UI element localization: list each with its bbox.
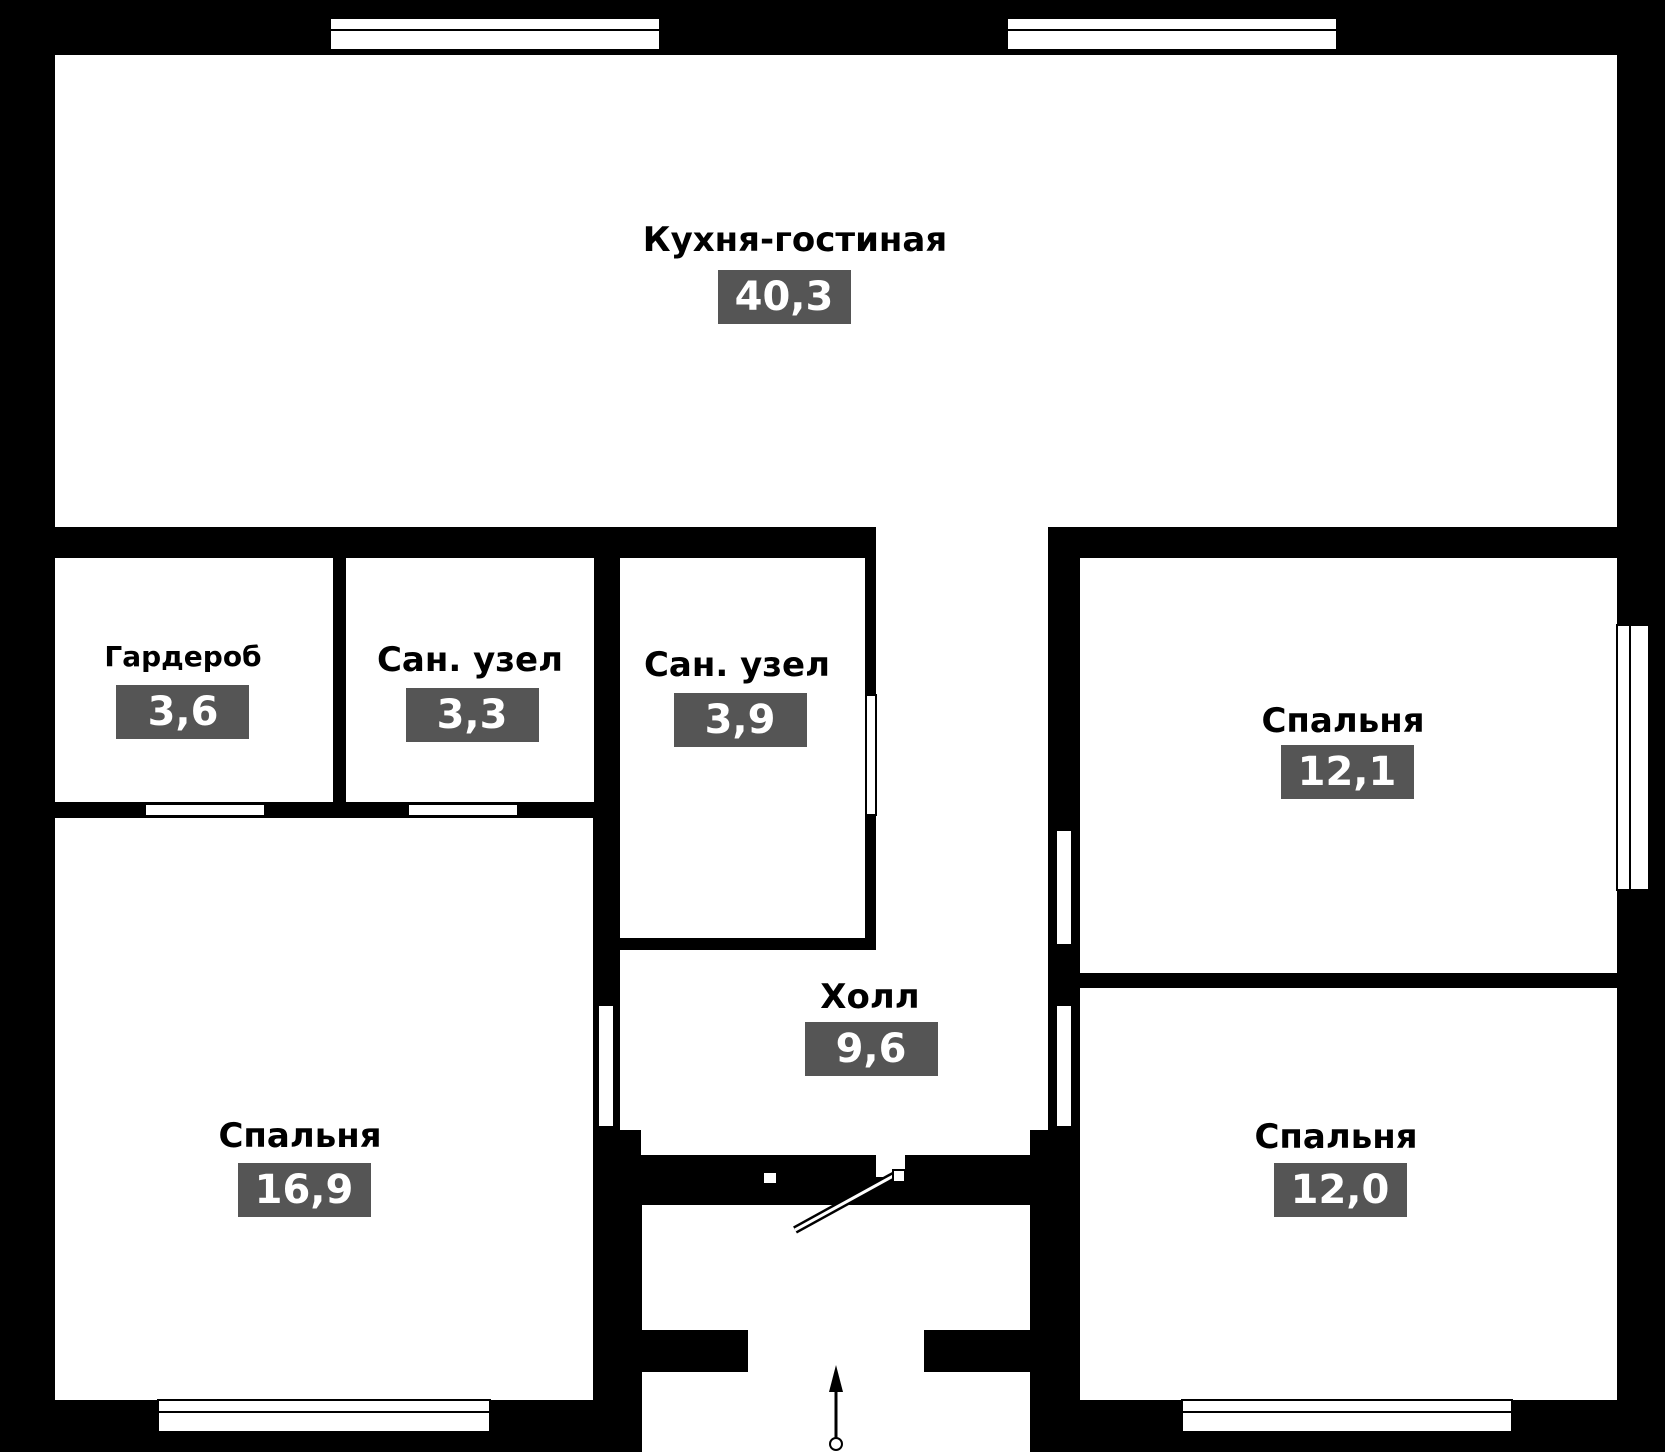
room-wardrobe[interactable]: Гардероб 3,6 xyxy=(104,640,262,739)
room-hall[interactable]: Холл 9,6 xyxy=(805,977,938,1076)
area-badge xyxy=(1281,745,1414,799)
area-value: 9,6 xyxy=(836,1026,907,1072)
room-name: Холл xyxy=(820,977,919,1017)
room-name: Спальня xyxy=(1254,1117,1417,1157)
window-top-right xyxy=(1006,5,1338,51)
room-name: Гардероб xyxy=(104,640,261,673)
door-bedroom-se xyxy=(1055,1004,1073,1128)
room-bedroom-se[interactable]: Спальня 12,0 xyxy=(1254,1117,1418,1217)
area-badge xyxy=(238,1163,371,1217)
area-value: 3,3 xyxy=(437,692,508,738)
area-badge xyxy=(718,270,851,324)
wall-vestibule-top-right xyxy=(905,1155,1080,1205)
area-value: 16,9 xyxy=(255,1167,354,1213)
area-badge xyxy=(116,685,249,739)
room-name: Спальня xyxy=(218,1116,381,1156)
area-value: 12,1 xyxy=(1298,749,1397,795)
room-bedroom-sw[interactable]: Спальня 16,9 xyxy=(218,1116,382,1217)
area-badge xyxy=(805,1022,938,1076)
room-bedroom-ne[interactable]: Спальня 12,1 xyxy=(1261,701,1425,799)
wall-vestibule-top-left xyxy=(593,1155,765,1205)
floor-bathroom-2 xyxy=(620,558,865,938)
entrance-door xyxy=(762,1169,906,1234)
door-wardrobe xyxy=(144,803,266,817)
floor-vestibule xyxy=(642,1205,1030,1330)
window-bottom-left xyxy=(157,1399,491,1445)
door-bathroom-2 xyxy=(865,694,877,816)
wall-porch-left xyxy=(641,1330,748,1372)
window-bottom-right xyxy=(1181,1399,1513,1445)
floor-wardrobe xyxy=(55,558,333,802)
area-value: 12,0 xyxy=(1291,1167,1390,1213)
area-badge xyxy=(406,688,539,742)
room-kitchen-living[interactable]: Кухня-гостиная 40,3 xyxy=(643,220,947,324)
area-badge xyxy=(1274,1163,1407,1217)
floor-bedroom-sw xyxy=(55,818,593,1400)
door-bathroom-1 xyxy=(407,803,519,817)
area-badge xyxy=(674,693,807,747)
room-bathroom-2[interactable]: Сан. узел 3,9 xyxy=(644,645,830,747)
window-top-left xyxy=(329,5,661,51)
room-name: Сан. узел xyxy=(377,640,563,680)
room-name: Кухня-гостиная xyxy=(643,220,947,260)
wall-porch-right xyxy=(924,1330,1030,1372)
room-bathroom-1[interactable]: Сан. узел 3,3 xyxy=(377,640,563,742)
area-value: 3,9 xyxy=(705,697,776,743)
floor-bathroom-1 xyxy=(346,558,594,802)
area-value: 3,6 xyxy=(148,689,219,735)
door-bedroom-sw xyxy=(597,1004,615,1128)
room-name: Спальня xyxy=(1261,701,1424,741)
area-value: 40,3 xyxy=(735,274,834,320)
door-bedroom-ne xyxy=(1055,829,1073,946)
arrow-up-icon xyxy=(829,1365,843,1451)
room-name: Сан. узел xyxy=(644,645,830,685)
window-right xyxy=(1616,624,1659,891)
